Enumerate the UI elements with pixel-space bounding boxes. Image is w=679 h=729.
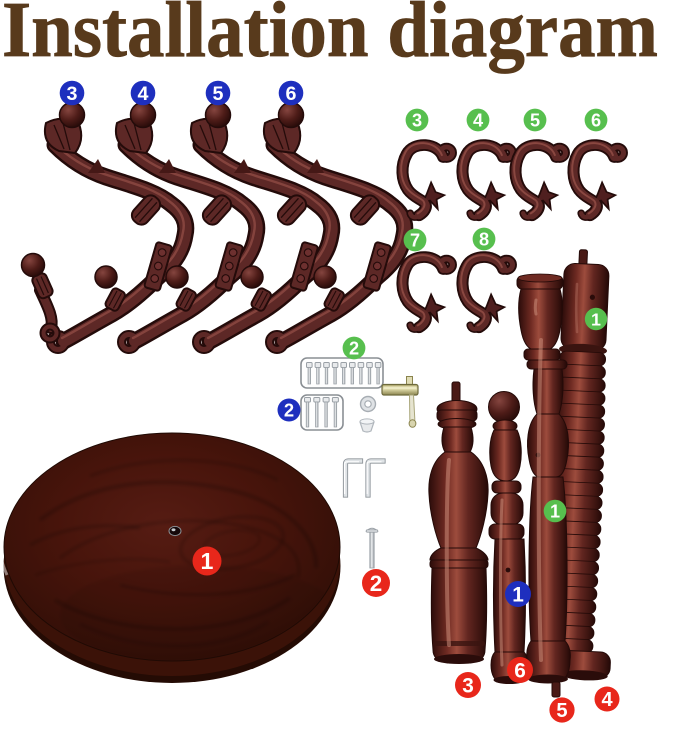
svg-text:4: 4 [601,689,613,711]
svg-text:4: 4 [473,110,484,130]
svg-text:Installation diagram: Installation diagram [2,0,658,74]
svg-text:2: 2 [349,338,359,358]
svg-text:5: 5 [213,83,224,105]
svg-text:6: 6 [591,110,601,130]
svg-text:8: 8 [479,229,489,249]
svg-text:1: 1 [512,583,524,606]
svg-text:1: 1 [591,309,601,329]
svg-text:2: 2 [370,571,382,596]
svg-text:1: 1 [550,501,560,521]
svg-text:7: 7 [410,230,420,250]
svg-text:6: 6 [286,83,297,105]
svg-text:3: 3 [412,110,422,130]
svg-text:3: 3 [462,674,474,697]
svg-text:1: 1 [201,548,214,574]
svg-text:5: 5 [556,700,567,722]
svg-text:4: 4 [138,83,149,105]
svg-text:5: 5 [530,110,540,130]
svg-text:2: 2 [284,399,294,420]
svg-text:3: 3 [67,83,78,105]
svg-text:6: 6 [514,659,526,682]
